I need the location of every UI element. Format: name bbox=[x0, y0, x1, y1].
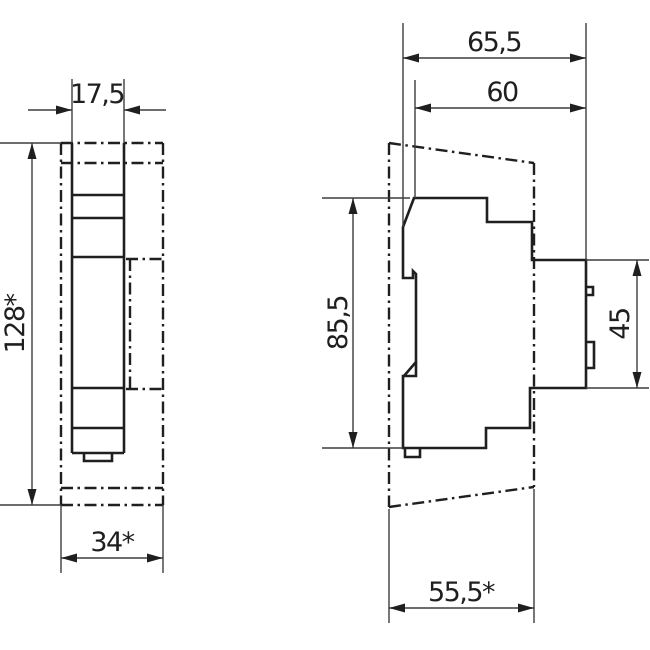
dim-side-envelope-depth: 55,5* bbox=[388, 489, 535, 623]
dim-label-envelope-depth: 55,5* bbox=[428, 577, 495, 608]
dim-label-front-height: 45 bbox=[605, 308, 636, 339]
arrowhead bbox=[570, 103, 586, 113]
arrowhead bbox=[61, 553, 77, 563]
phantom-line bbox=[388, 485, 535, 509]
dim-side-front-height: 45 bbox=[586, 259, 649, 389]
dim-front-height: 128* bbox=[0, 142, 61, 506]
side-device-body bbox=[401, 196, 596, 459]
dim-label-upper-depth: 60 bbox=[486, 77, 518, 108]
front-view: 17,5 128* 34* bbox=[0, 79, 166, 573]
arrowhead bbox=[56, 105, 72, 115]
arrowhead bbox=[348, 198, 358, 214]
dim-side-upper-depth: 60 bbox=[414, 77, 586, 198]
din-rail-clip bbox=[404, 362, 418, 378]
arrowhead bbox=[389, 603, 405, 613]
phantom-line bbox=[388, 141, 535, 165]
arrowhead bbox=[632, 260, 642, 276]
dim-label-body-height: 85,5 bbox=[323, 296, 354, 350]
arrowhead bbox=[348, 432, 358, 448]
side-phantom-outline bbox=[387, 141, 536, 509]
device-profile bbox=[401, 196, 588, 450]
arrowhead bbox=[124, 105, 140, 115]
dim-label-front-width: 17,5 bbox=[70, 79, 124, 110]
side-view: 65,5 60 85,5 45 bbox=[322, 23, 649, 623]
dim-front-envelope-width: 34* bbox=[60, 505, 164, 573]
front-device-body bbox=[70, 143, 126, 463]
front-lever-detail bbox=[586, 340, 596, 370]
dim-label-total-depth: 65,5 bbox=[467, 27, 521, 58]
arrowhead bbox=[632, 372, 642, 388]
arrowhead bbox=[518, 603, 534, 613]
dim-side-height: 85,5 bbox=[322, 197, 410, 449]
arrowhead bbox=[27, 489, 37, 505]
din-clip-tab bbox=[82, 453, 114, 463]
arrowhead bbox=[147, 553, 163, 563]
din-clip-tab bbox=[403, 448, 422, 459]
dim-label-front-envelope-width: 34* bbox=[90, 527, 134, 558]
arrowhead bbox=[403, 53, 419, 63]
arrowhead bbox=[415, 103, 431, 113]
front-phantom-outline bbox=[59, 141, 165, 507]
front-button-detail bbox=[586, 285, 595, 297]
arrowhead bbox=[27, 143, 37, 159]
dim-side-total-depth: 65,5 bbox=[402, 23, 587, 260]
dim-label-front-height: 128* bbox=[0, 293, 31, 353]
dim-front-width: 17,5 bbox=[28, 79, 166, 143]
arrowhead bbox=[570, 53, 586, 63]
